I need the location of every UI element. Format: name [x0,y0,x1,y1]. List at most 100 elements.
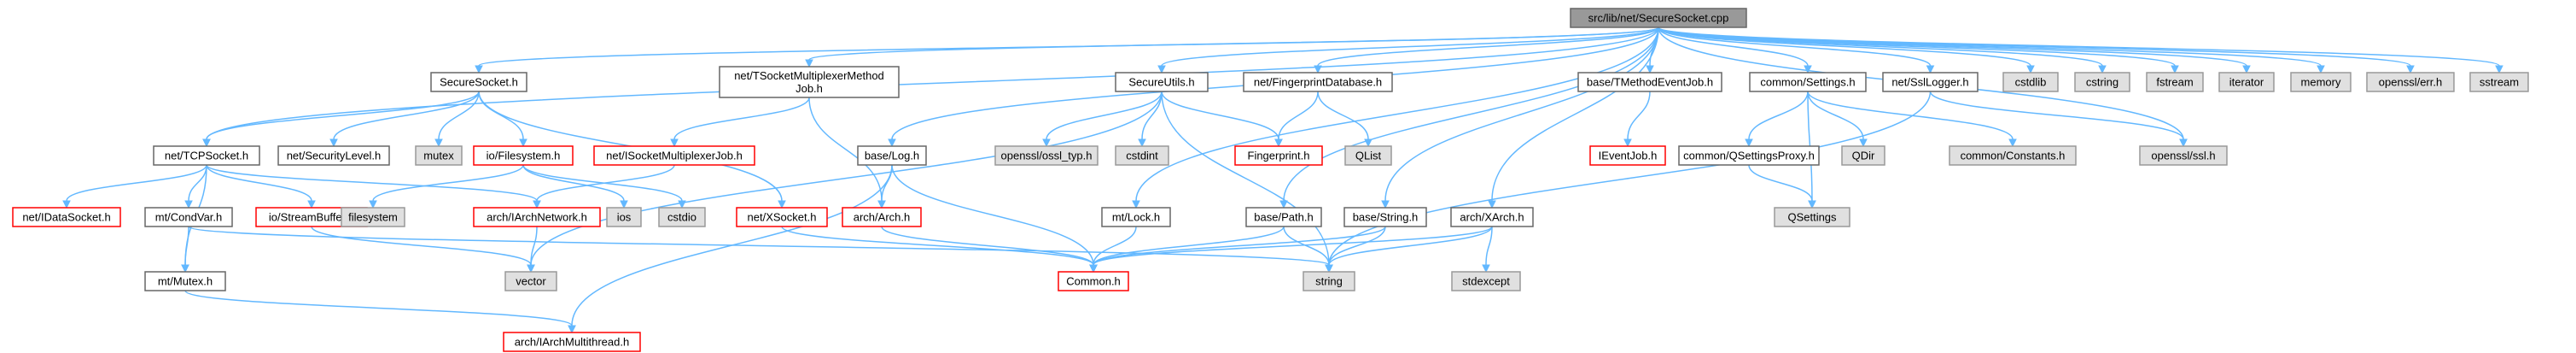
edge-tsockmux-to-isockmux [673,97,810,140]
node-openssl-ossl-typ-h[interactable]: openssl/ossl_typ.h [994,145,1099,166]
edge-settings-to-qsetproxy [1748,91,1809,140]
node-label: cstring [2086,76,2118,89]
node-ios[interactable]: ios [606,207,642,227]
node-common-settings-h[interactable]: common/Settings.h [1749,72,1867,92]
node-base-path-h[interactable]: base/Path.h [1245,207,1322,227]
node-box [2139,145,2228,166]
node-label: net/XSocket.h [748,211,817,224]
node-openssl-err-h[interactable]: openssl/err.h [2366,72,2455,92]
node-fingerprint-h[interactable]: Fingerprint.h [1234,145,1323,166]
node-base-tmethodeventjob-h[interactable]: base/TMethodEventJob.h [1577,72,1722,92]
node-qlist[interactable]: QList [1344,145,1392,166]
edge-secsock_h-to-seclevel [333,91,480,140]
node-mt-condvar-h[interactable]: mt/CondVar.h [144,207,233,227]
edge-arrowhead [2179,138,2188,148]
edge-arrowhead [1042,138,1051,148]
edge-xarch-to-stdexcept [1485,226,1493,266]
node-common-h[interactable]: Common.h [1058,271,1129,291]
edge-root-to-basepath [1283,26,1659,202]
edge-root-to-tsockmux [808,26,1659,61]
node-iterator[interactable]: iterator [2218,72,2275,92]
node-arch-xarch-h[interactable]: arch/XArch.h [1450,207,1534,227]
node-sstream[interactable]: sstream [2469,72,2529,92]
node-box [1115,72,1209,92]
node-box [2469,72,2529,92]
edge-iofs-to-ios [522,164,625,202]
node-box [503,332,641,352]
edge-arrowhead [181,264,189,274]
edge-arrowhead [1646,65,1654,74]
node-qdir[interactable]: QDir [1841,145,1885,166]
node-label: ios [617,211,632,224]
node-filesystem[interactable]: filesystem [341,207,405,227]
node-string[interactable]: string [1303,271,1355,291]
node-stdexcept[interactable]: stdexcept [1451,271,1521,291]
node-cstring[interactable]: cstring [2074,72,2130,92]
edge-streambuf-to-vector [311,226,532,266]
edge-secutils-to-vector [530,91,1163,266]
edge-ssllogger-to-opensslssl [1929,91,2184,140]
node-arch-arch-h[interactable]: arch/Arch.h [842,207,922,227]
edge-condvar-to-mtmutex [184,226,189,266]
edge-arrowhead [1488,200,1496,209]
edge-fpdb-to-fingerprint [1278,91,1319,140]
node-net-securitylevel-h[interactable]: net/SecurityLevel.h [277,145,390,166]
node-vector[interactable]: vector [504,271,557,291]
node-net-ssllogger-h[interactable]: net/SslLogger.h [1882,72,1979,92]
node-label: net/SecurityLevel.h [287,150,382,162]
edge-baselog-to-arch [881,164,893,202]
node-label: arch/Arch.h [854,211,910,224]
node-fstream[interactable]: fstream [2146,72,2204,92]
node-net-isocketmultiplexerjob-h[interactable]: net/ISocketMultiplexerJob.h [593,145,755,166]
node-arch-iarchnetwork-h[interactable]: arch/IArchNetwork.h [473,207,601,227]
node-base-log-h[interactable]: base/Log.h [857,145,927,166]
node-label: openssl/ossl_typ.h [1001,150,1093,162]
node-box [1344,145,1392,166]
edge-arrowhead [519,138,527,148]
node-mt-lock-h[interactable]: mt/Lock.h [1101,207,1171,227]
edge-arrowhead [1325,264,1333,274]
node-secureutils-h[interactable]: SecureUtils.h [1115,72,1209,92]
node-net-idatasocket-h[interactable]: net/IDataSocket.h [12,207,121,227]
edge-secsock_h-to-iofs [478,91,524,140]
node-common-constants-h[interactable]: common/Constants.h [1949,145,2077,166]
node-qsettings[interactable]: QSettings [1774,207,1850,227]
edge-root-to-tcpsock [206,26,1659,140]
node-src-lib-net-securesocket-cpp[interactable]: src/lib/net/SecureSocket.cpp [1570,8,1747,28]
edge-arrowhead [1157,65,1166,74]
edge-tcpsock-to-condvar [188,164,207,202]
node-net-tcpsocket-h[interactable]: net/TCPSocket.h [153,145,260,166]
node-box [473,207,601,227]
node-mt-mutex-h[interactable]: mt/Mutex.h [144,271,226,291]
node-net-fingerprintdatabase-h[interactable]: net/FingerprintDatabase.h [1243,72,1393,92]
edge-arrowhead [2242,65,2251,74]
node-common-qsettingsproxy-h[interactable]: common/QSettingsProxy.h [1678,145,1820,166]
node-label: Fingerprint.h [1248,150,1310,162]
node-net-xsocket-h[interactable]: net/XSocket.h [736,207,828,227]
node-box [1841,145,1885,166]
edge-arrowhead [2026,65,2035,74]
node-securesocket-h[interactable]: SecureSocket.h [430,72,527,92]
node-memory[interactable]: memory [2290,72,2352,92]
node-openssl-ssl-h[interactable]: openssl/ssl.h [2139,145,2228,166]
node-label: QList [1355,150,1382,162]
node-arch-iarchmultithread-h[interactable]: arch/IArchMultithread.h [503,332,641,352]
edge-xarch-to-string [1328,226,1493,266]
node-label: sstream [2480,76,2519,89]
node-io-filesystem-h[interactable]: io/Filesystem.h [473,145,574,166]
edge-arrowhead [670,138,679,148]
edge-arrowhead [307,200,316,209]
node-ieventjob-h[interactable]: IEventJob.h [1589,145,1666,166]
node-cstdlib[interactable]: cstdlib [2002,72,2059,92]
node-cstdint[interactable]: cstdint [1115,145,1169,166]
node-base-string-h[interactable]: base/String.h [1343,207,1427,227]
node-box [504,271,557,291]
node-io-streambuffer-h[interactable]: io/StreamBuffer.h [255,207,368,227]
node-mutex[interactable]: mutex [415,145,463,166]
edge-arrowhead [2171,65,2179,74]
edge-root-to-mtlock [1135,26,1659,202]
node-box [2074,72,2130,92]
nodes-layer: src/lib/net/SecureSocket.cppSecureSocket… [12,8,2529,352]
node-cstdio[interactable]: cstdio [658,207,706,227]
